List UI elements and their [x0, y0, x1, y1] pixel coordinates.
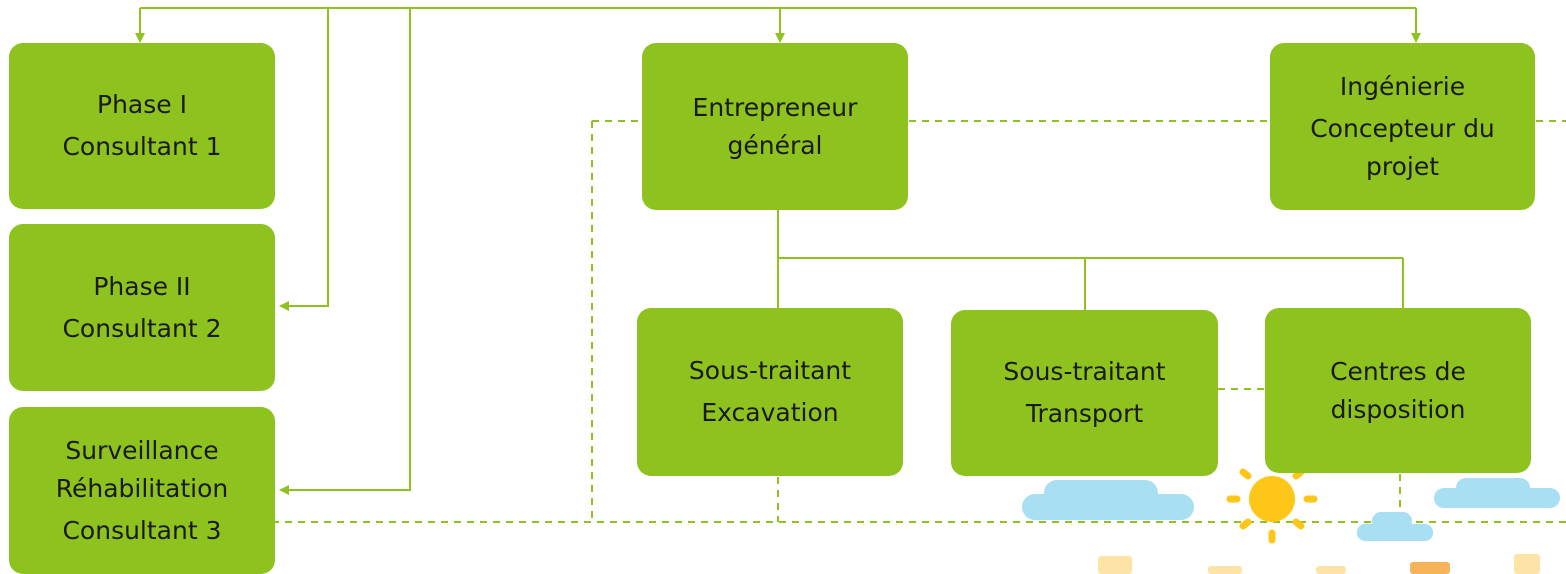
entrepreneur-line1: Entrepreneur: [692, 92, 858, 122]
transport-node: Sous-traitant Transport: [951, 310, 1218, 476]
excavation-line1: Sous-traitant: [688, 356, 852, 385]
phase1-consultant: Consultant 1: [62, 132, 222, 161]
transport-line1: Sous-traitant: [1003, 357, 1166, 386]
entrepreneur-node: Entrepreneur général: [642, 43, 908, 210]
ingenierie-line3: projet: [1365, 151, 1440, 181]
phase2-title: Phase II: [93, 271, 191, 301]
disposition-line1: Centres de: [1330, 356, 1466, 386]
phase2-node: Phase II Consultant 2: [9, 224, 275, 391]
disposition-line2: disposition: [1330, 394, 1466, 424]
building-icons: [1098, 554, 1540, 574]
excavation-node: Sous-traitant Excavation: [637, 308, 903, 476]
phase1-title: Phase I: [97, 90, 187, 119]
transport-line2: Transport: [1025, 399, 1144, 428]
surveillance-subtitle: Réhabilitation: [55, 473, 229, 503]
phase1-node: Phase I Consultant 1: [9, 43, 275, 209]
sun-icon: [1226, 454, 1318, 544]
cloud-icon: [1022, 480, 1194, 520]
entrepreneur-line2: général: [727, 130, 823, 160]
cloud-icon: [1357, 512, 1433, 541]
ingenierie-title: Ingénierie: [1339, 71, 1466, 101]
ingenierie-line2: Concepteur du: [1310, 113, 1495, 143]
disposition-node: Centres de disposition: [1265, 308, 1531, 473]
excavation-line2: Excavation: [701, 398, 839, 427]
ingenierie-node: Ingénierie Concepteur du projet: [1270, 43, 1535, 210]
surveillance-consultant: Consultant 3: [62, 515, 222, 545]
surveillance-node: Surveillance Réhabilitation Consultant 3: [9, 407, 275, 574]
arrow-to-surveillance: [279, 8, 411, 495]
arrow-to-phase2: [279, 8, 329, 311]
phase2-consultant: Consultant 2: [62, 313, 222, 343]
surveillance-title: Surveillance: [65, 435, 219, 465]
cloud-icon: [1434, 478, 1560, 508]
